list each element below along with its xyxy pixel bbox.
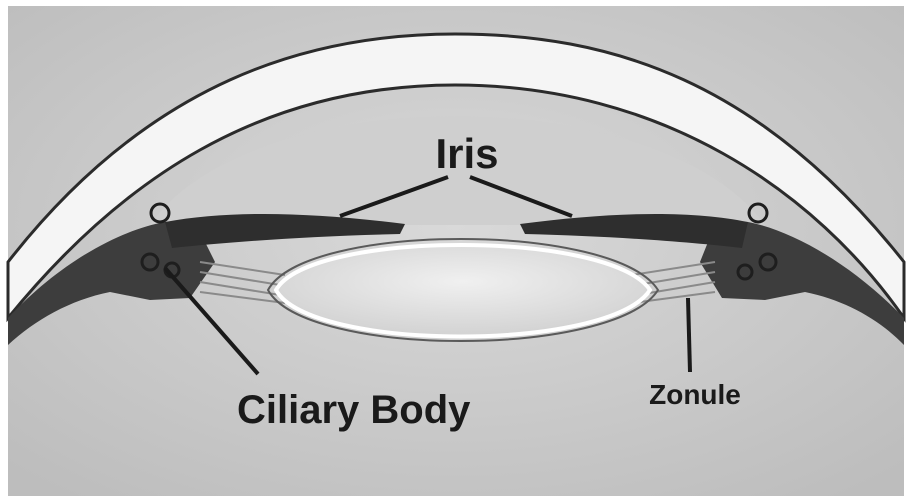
zonule-label: Zonule xyxy=(649,379,741,410)
iris-label: Iris xyxy=(435,130,498,177)
zonule-leader xyxy=(688,298,690,372)
ciliary-body-label: Ciliary Body xyxy=(237,388,471,432)
lens xyxy=(276,245,650,337)
